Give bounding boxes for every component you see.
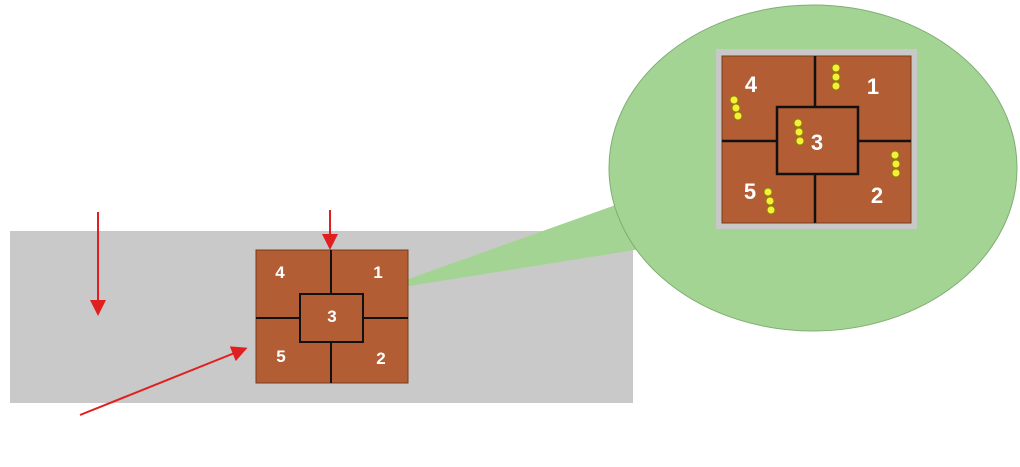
dot xyxy=(731,103,741,113)
small-tile: 4 1 3 5 2 xyxy=(255,249,409,384)
dot xyxy=(831,81,841,91)
zoom-label-5: 5 xyxy=(744,179,756,204)
dot xyxy=(891,168,901,178)
dot xyxy=(831,72,841,82)
dot xyxy=(891,159,901,169)
dot xyxy=(733,111,743,121)
dots-quadrant-4 xyxy=(729,95,743,121)
dot xyxy=(729,95,739,105)
small-label-5: 5 xyxy=(276,347,285,366)
dot xyxy=(766,205,776,215)
zoom-label-3: 3 xyxy=(811,130,823,155)
dot xyxy=(890,150,900,160)
small-label-4: 4 xyxy=(275,263,285,282)
small-label-3: 3 xyxy=(327,307,336,326)
dots-quadrant-3 xyxy=(793,118,805,146)
small-label-1: 1 xyxy=(373,263,382,282)
dot xyxy=(794,127,804,137)
zoom-tile: 4 1 3 5 2 xyxy=(716,49,917,229)
zoom-label-4: 4 xyxy=(745,72,758,97)
arrow-diagonal xyxy=(79,346,248,416)
zoom-tile-body xyxy=(721,55,912,224)
small-tile-grout xyxy=(256,250,408,383)
zoom-label-1: 1 xyxy=(867,74,879,99)
dots-quadrant-5 xyxy=(763,187,776,215)
dots-quadrant-2 xyxy=(890,150,901,178)
dot xyxy=(765,196,775,206)
zoom-tile-grout xyxy=(722,56,911,223)
dot xyxy=(831,63,841,73)
small-label-2: 2 xyxy=(376,349,385,368)
dot xyxy=(763,187,773,197)
dots-quadrant-1 xyxy=(831,63,841,91)
dot xyxy=(795,136,805,146)
callout-pointer xyxy=(372,187,666,292)
dot xyxy=(793,118,803,128)
zoom-label-2: 2 xyxy=(871,183,883,208)
